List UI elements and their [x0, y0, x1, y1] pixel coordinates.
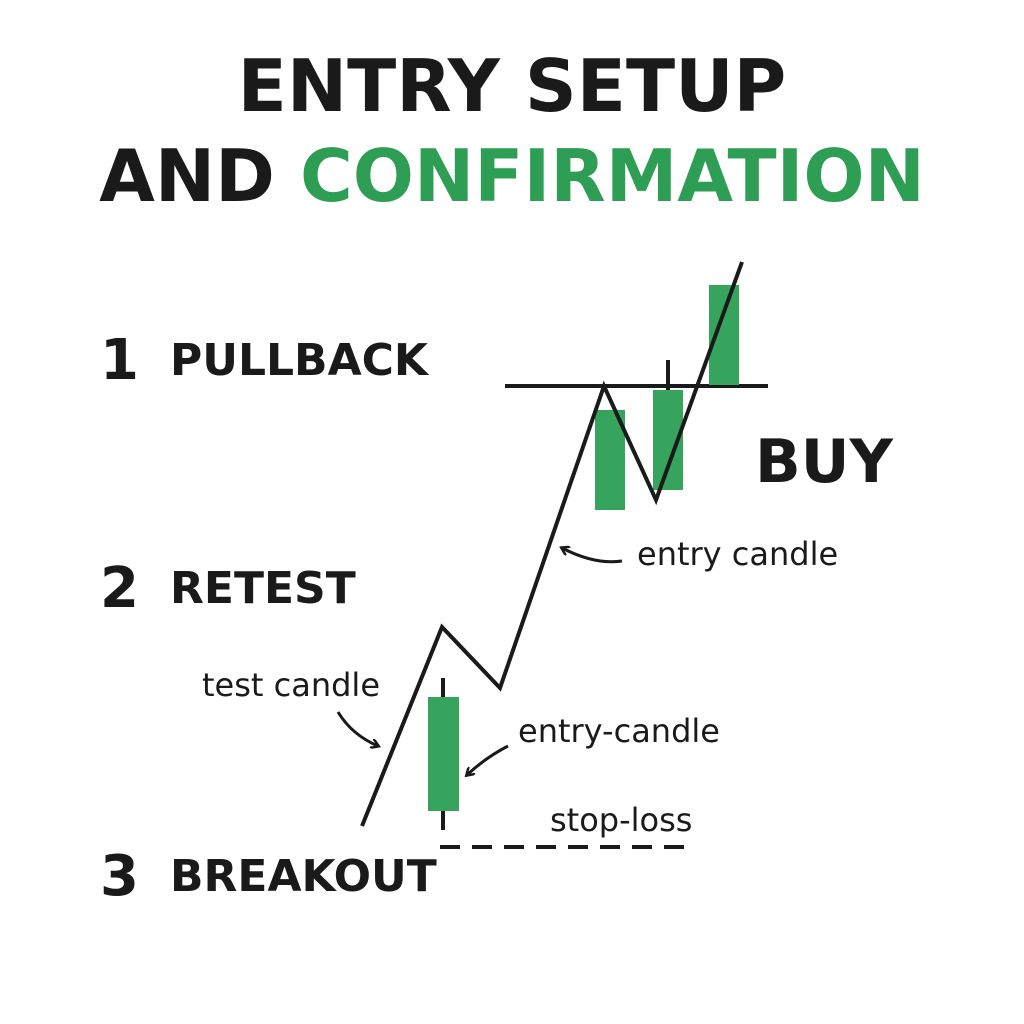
price-path	[360, 261, 744, 827]
step-pullback: 1 PULLBACK	[100, 328, 428, 393]
test-candle-label: test candle	[202, 666, 380, 704]
entry-candle-lower-label: entry-candle	[518, 712, 720, 750]
step-number: 2	[100, 556, 139, 621]
step-breakout: 3 BREAKOUT	[100, 844, 437, 909]
entry-candle-lower-arrow	[467, 744, 509, 775]
step-label: BREAKOUT	[170, 851, 437, 902]
step-label: PULLBACK	[170, 335, 429, 386]
step-number: 1	[100, 328, 139, 393]
stop-loss-label: stop-loss	[550, 801, 692, 839]
entry-candle-upper-arrow	[562, 548, 623, 564]
test-candle-arrow	[336, 711, 378, 746]
title-and: AND	[99, 134, 275, 218]
title-confirmation: CONFIRMATION	[299, 134, 925, 218]
title-line-1: ENTRY SETUP	[237, 44, 787, 128]
lower-entry-candle	[428, 697, 459, 811]
buy-label: BUY	[755, 427, 894, 497]
entry-candle-upper-label: entry candle	[637, 535, 838, 573]
step-retest: 2 RETEST	[100, 556, 356, 621]
title-line-2: AND CONFIRMATION	[0, 140, 1024, 212]
top-candle-1	[595, 410, 625, 510]
step-label: RETEST	[170, 563, 356, 614]
step-number: 3	[100, 844, 139, 909]
